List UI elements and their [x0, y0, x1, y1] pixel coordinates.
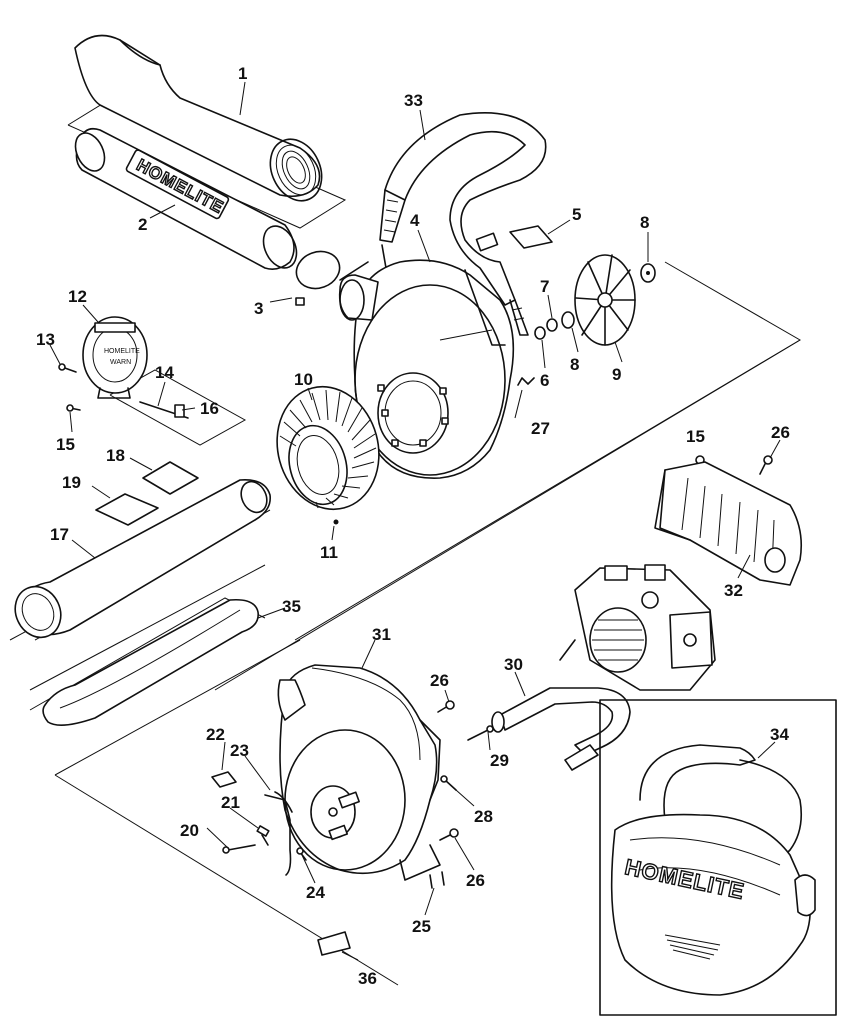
part-blower-housing — [338, 259, 515, 479]
callout-9: 9 — [612, 365, 621, 384]
callout-12: 12 — [68, 287, 87, 306]
callout-32: 32 — [724, 581, 743, 600]
callout-36: 36 — [358, 969, 377, 988]
callout-8b: 8 — [570, 355, 579, 374]
callout-22: 22 — [206, 725, 225, 744]
part-tube-sleeve — [42, 598, 259, 726]
part-washers — [534, 263, 656, 340]
part-collection-bag: HOMELITE — [599, 699, 837, 1016]
part-shoulder-strap — [379, 112, 547, 336]
callout-numbers: 1 2 3 4 5 6 7 8 8 9 10 11 12 13 14 15 15… — [36, 64, 790, 988]
svg-text:HOMELITE: HOMELITE — [104, 348, 140, 355]
part-throttle-assembly — [211, 771, 307, 876]
callout-18: 18 — [106, 446, 125, 465]
leader-lines — [49, 81, 781, 961]
callout-31: 31 — [372, 625, 391, 644]
part-engine — [559, 564, 716, 691]
part-intake-grille — [276, 385, 380, 525]
callout-35: 35 — [282, 597, 301, 616]
svg-text:WARN: WARN — [110, 359, 131, 366]
callout-2: 2 — [138, 215, 147, 234]
callout-19: 19 — [62, 473, 81, 492]
callout-3: 3 — [254, 299, 263, 318]
callout-13: 13 — [36, 330, 55, 349]
part-intake-cover: HOMELITE WARN — [82, 316, 148, 399]
part-decal-36 — [317, 931, 351, 956]
callout-29: 29 — [490, 751, 509, 770]
callout-26a: 26 — [430, 671, 449, 690]
callout-33: 33 — [404, 91, 423, 110]
part-vacuum-tube — [14, 478, 272, 639]
part-back-housing — [277, 664, 441, 881]
callout-24: 24 — [306, 883, 325, 902]
callout-7: 7 — [540, 277, 549, 296]
callout-25: 25 — [412, 917, 431, 936]
callout-16: 16 — [200, 399, 219, 418]
part-handle — [491, 687, 631, 771]
callout-26c: 26 — [771, 423, 790, 442]
callout-5: 5 — [572, 205, 581, 224]
callout-1: 1 — [238, 64, 247, 83]
callout-14: 14 — [155, 363, 174, 382]
part-clip-27 — [517, 377, 535, 386]
callout-6: 6 — [540, 371, 549, 390]
callout-21: 21 — [221, 793, 240, 812]
callout-17: 17 — [50, 525, 69, 544]
callout-4: 4 — [410, 211, 420, 230]
callout-23: 23 — [230, 741, 249, 760]
callout-34: 34 — [770, 725, 789, 744]
part-housing-screws — [429, 700, 494, 889]
part-decal-5 — [509, 225, 553, 249]
part-screws-latch — [58, 363, 773, 475]
part-engine-shroud — [654, 461, 803, 586]
callout-10: 10 — [294, 370, 313, 389]
part-nozzle — [74, 34, 323, 202]
callout-27: 27 — [531, 419, 550, 438]
callout-8a: 8 — [640, 213, 649, 232]
part-decal-18 — [142, 461, 199, 495]
callout-26b: 26 — [466, 871, 485, 890]
callout-20: 20 — [180, 821, 199, 840]
part-impeller — [574, 254, 636, 346]
callout-15a: 15 — [56, 435, 75, 454]
callout-11: 11 — [320, 543, 338, 562]
callout-28: 28 — [474, 807, 493, 826]
callout-30: 30 — [504, 655, 523, 674]
callout-15b: 15 — [686, 427, 705, 446]
part-decal-19 — [95, 493, 159, 526]
